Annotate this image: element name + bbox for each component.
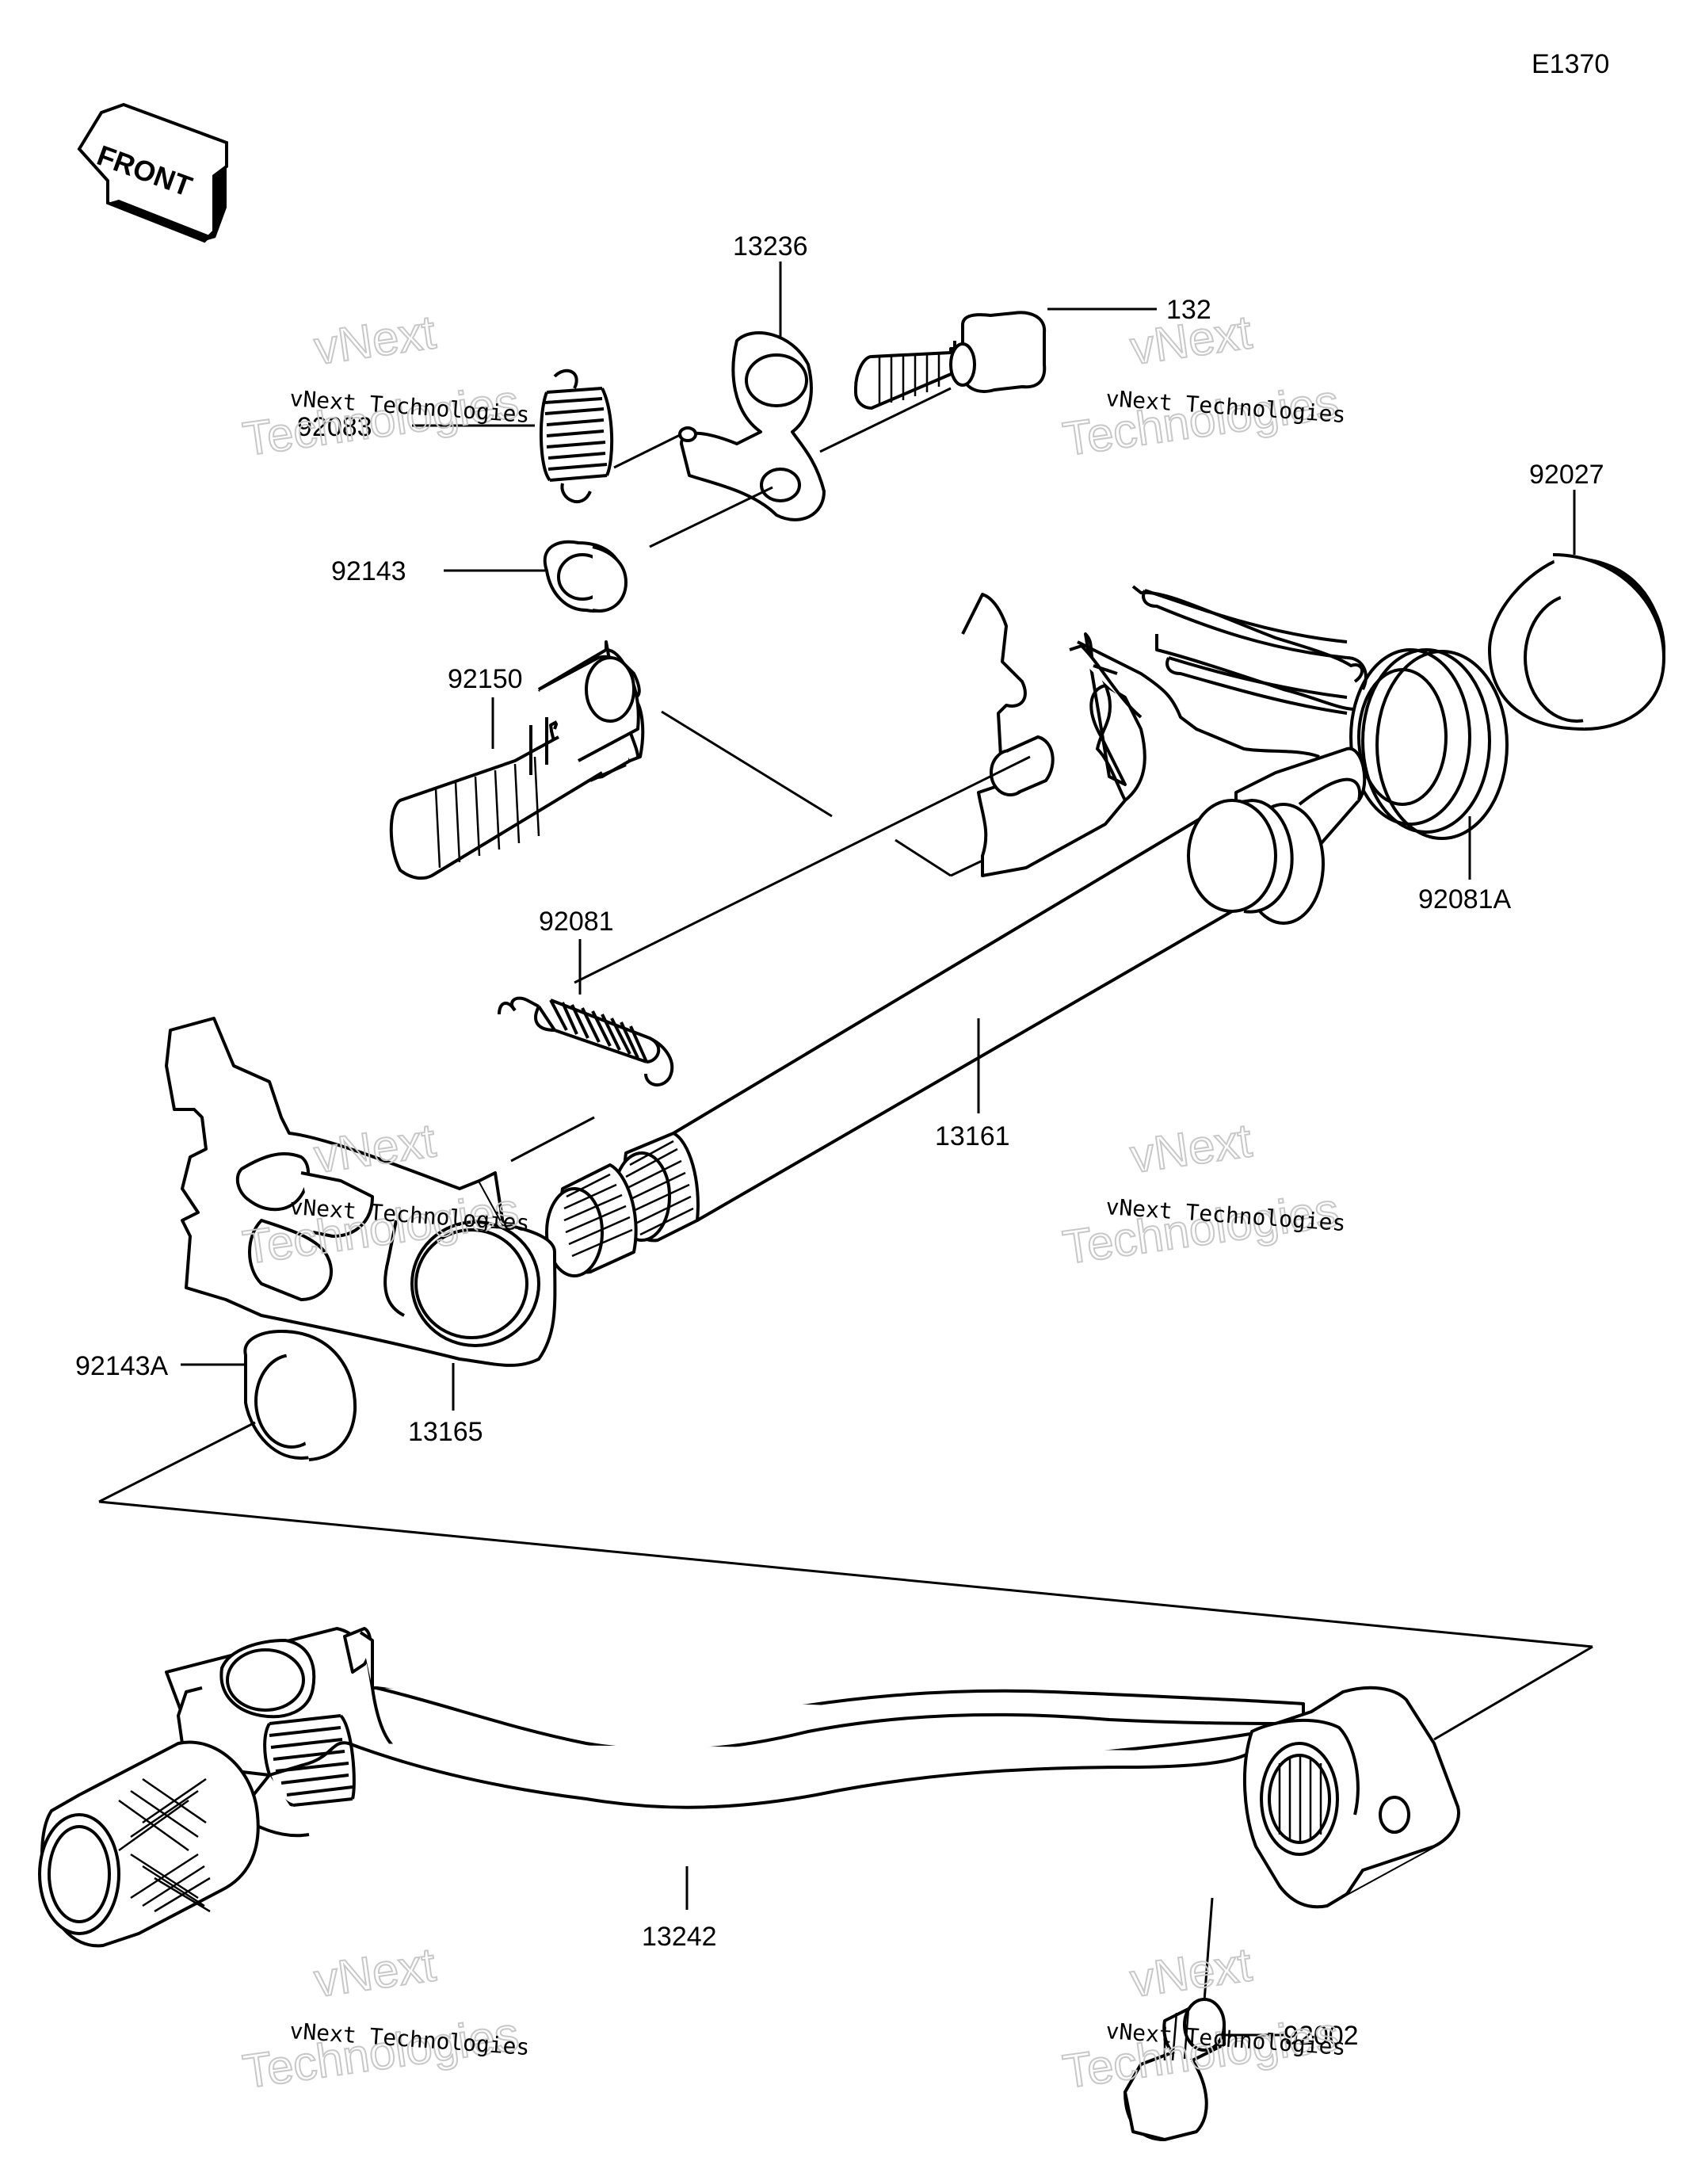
part-label-13236: 13236 — [733, 231, 808, 262]
shift-shaft-13161[interactable] — [672, 746, 1367, 1222]
watermark-5: vNext Technologies vNext Technologies — [238, 1937, 530, 2099]
shift-arm-plate-13165[interactable] — [165, 1017, 557, 1367]
shift-fork-assembly[interactable] — [961, 585, 1364, 877]
part-label-92150: 92150 — [448, 664, 523, 694]
watermark-1: vNext Technologies vNext Technologies — [238, 304, 530, 467]
shift-pedal-13242[interactable] — [165, 1627, 1305, 1838]
part-label-92081A: 92081A — [1418, 884, 1512, 914]
pedal-rubber-tip[interactable] — [38, 1740, 260, 1948]
spring-92081[interactable] — [498, 996, 674, 1086]
bolt-92002[interactable] — [1123, 1998, 1226, 2141]
watermark-4: vNext Technologies vNext Technologies — [1059, 1113, 1346, 1275]
watermark-2: vNext Technologies vNext Technologies — [1059, 304, 1346, 467]
part-label-92027: 92027 — [1529, 460, 1604, 490]
svg-text:vNext: vNext — [1127, 305, 1255, 375]
pin-92150-cylinder[interactable] — [538, 655, 640, 762]
svg-text:vNext: vNext — [1127, 1938, 1255, 2007]
spring-92081A[interactable] — [1142, 589, 1509, 840]
spring-92083[interactable] — [539, 368, 614, 504]
part-label-92143A: 92143A — [75, 1351, 169, 1381]
bolt-132[interactable] — [854, 311, 1047, 410]
collar-92143[interactable] — [543, 540, 628, 613]
part-label-13161: 13161 — [935, 1121, 1010, 1151]
part-label-132: 132 — [1166, 295, 1211, 325]
svg-text:vNext: vNext — [311, 305, 439, 375]
part-label-13165: 13165 — [408, 1417, 483, 1447]
part-label-92081: 92081 — [539, 907, 614, 937]
part-label-13242: 13242 — [642, 1922, 717, 1952]
front-arrow-icon: FRONT — [77, 102, 228, 243]
collar-92027[interactable] — [1488, 553, 1665, 731]
diagram-code: E1370 — [1532, 49, 1609, 79]
part-label-92002: 92002 — [1284, 2021, 1359, 2051]
part-label-92083: 92083 — [297, 412, 372, 442]
svg-text:vNext: vNext — [311, 1938, 439, 2007]
pedal-clamp[interactable] — [1242, 1686, 1460, 1909]
part-label-92143: 92143 — [331, 556, 406, 586]
svg-text:vNext: vNext — [1127, 1113, 1255, 1183]
collar-92143A[interactable] — [243, 1330, 357, 1461]
shaft-spline-end[interactable] — [545, 1132, 700, 1277]
shift-arm-bracket[interactable] — [678, 331, 826, 521]
